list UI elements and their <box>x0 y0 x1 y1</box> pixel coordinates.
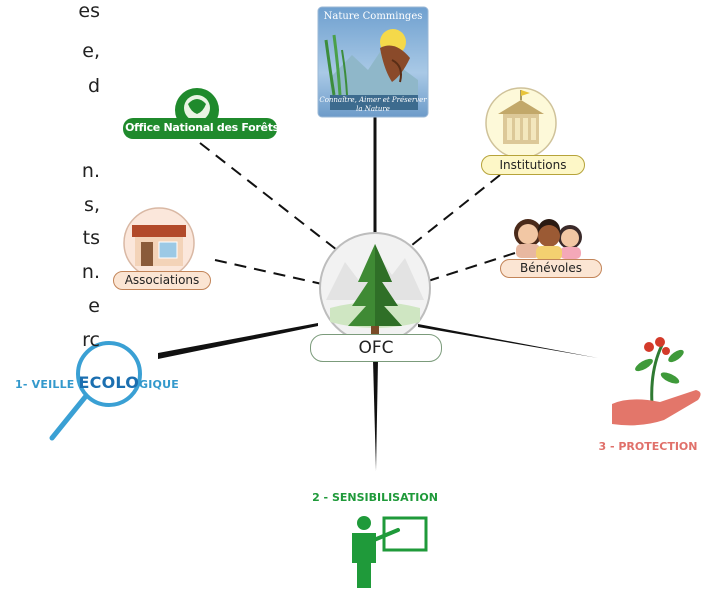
partial-text-line: s, <box>84 194 100 216</box>
connector-onf <box>199 142 338 251</box>
connectors <box>158 117 598 471</box>
connector-institutions <box>411 174 501 246</box>
benevoles-label: Bénévoles <box>500 259 602 278</box>
onf-logo <box>123 88 277 139</box>
partial-text-line: es <box>78 0 100 22</box>
pine-tree-icon <box>348 244 402 334</box>
institution-building-icon <box>485 87 557 159</box>
partial-text-line: rc <box>82 329 100 351</box>
nature-comminges-title: Nature Comminges <box>323 11 423 22</box>
partial-text-line: ts <box>82 227 100 249</box>
partial-text-line: n. <box>81 261 100 283</box>
nature-comminges-subtitle: Connaître, Aimer et Préserver la Nature <box>318 96 428 114</box>
partial-text-line: e, <box>82 40 100 62</box>
volunteers-icon <box>514 219 582 260</box>
nature-comminges-logo <box>317 6 429 118</box>
connector-sensibilisation <box>373 360 378 471</box>
ofc-center-label: OFC <box>310 334 442 362</box>
connector-veille <box>158 323 318 359</box>
mission-veille-label: 1- VEILLE ECOLOGIQUE <box>15 373 179 392</box>
associations-label: Associations <box>113 271 211 290</box>
nature-comminges-subtitle-line2: la Nature <box>356 105 390 113</box>
partial-text-line: d <box>87 75 100 97</box>
connector-protection <box>418 324 598 358</box>
partial-text-line: e <box>88 295 100 317</box>
magnifier-icon <box>49 341 142 441</box>
veille-suffix: GIQUE <box>139 378 179 391</box>
connector-benevoles <box>427 252 516 282</box>
teacher-icon <box>352 516 428 588</box>
institutions-label: Institutions <box>481 155 585 175</box>
connector-associations <box>214 259 323 285</box>
partial-text-line: n. <box>81 160 100 182</box>
hand-plant-icon <box>612 337 701 426</box>
veille-highlight: ECOLO <box>78 373 140 392</box>
mission-sensibilisation-label: 2 - SENSIBILISATION <box>312 491 438 504</box>
veille-prefix: 1- VEILLE <box>15 378 79 391</box>
mission-protection-label: 3 - PROTECTION <box>598 440 698 453</box>
onf-label: Office National des Forêts <box>125 121 279 134</box>
nature-comminges-subtitle-line1: Connaître, Aimer et Préserver <box>319 96 427 104</box>
ofc-globe <box>319 232 431 344</box>
shop-icon <box>123 207 195 279</box>
